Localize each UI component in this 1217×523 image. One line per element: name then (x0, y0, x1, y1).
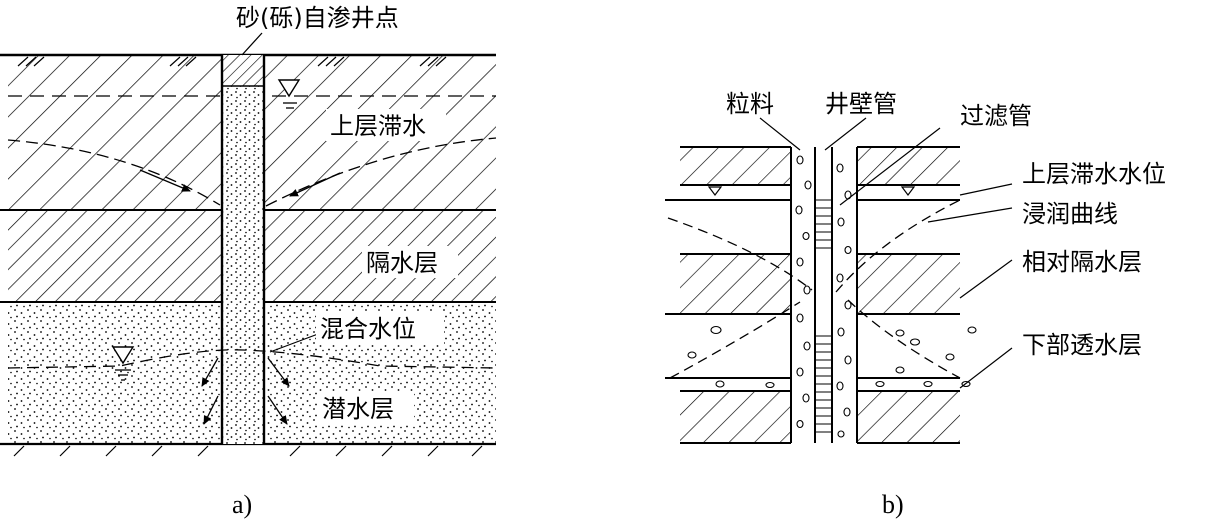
label-well-casing: 井壁管 (825, 90, 897, 118)
outflow-arrows (201, 357, 290, 425)
label-mixed-level: 混合水位 (320, 315, 416, 343)
water-level-symbol-right (900, 186, 916, 196)
flow-arrow-left (139, 169, 191, 192)
base-marks (13, 445, 483, 457)
label-filter-pipe: 过滤管 (960, 102, 1032, 130)
label-granular-fill: 粒料 (726, 90, 774, 118)
label-title: 砂(砾)自渗井点 (236, 4, 399, 32)
caption-b: b) (882, 490, 904, 519)
label-aquitard: 隔水层 (366, 249, 438, 277)
panel-a: 砂(砾)自渗井点 上层滞水 隔水层 混合水位 潜水层 a) (0, 4, 497, 519)
caption-a: a) (232, 490, 252, 519)
label-relative-aquitard: 相对隔水层 (1022, 248, 1142, 276)
flow-arrow-right (289, 172, 341, 197)
label-phreatic-layer: 潜水层 (322, 395, 394, 423)
pebbles-lower-layer (687, 325, 977, 389)
well-sand-column (222, 86, 264, 444)
water-level-symbol-left (707, 186, 723, 196)
well-cap (222, 55, 264, 86)
seepage-curve-upper-left (667, 217, 813, 291)
filter-pipe-slots (815, 199, 832, 433)
water-level-symbol-top (277, 79, 301, 109)
seepage-curve-lower-right (847, 299, 961, 379)
seepage-curve-upper-right (835, 199, 961, 293)
mixed-level-leader (269, 333, 319, 353)
panel-b: 粒料 井壁管 过滤管 上层滞水水位 浸润曲线 相对隔水层 下部透水层 b) (665, 90, 1166, 519)
water-level-symbol-bottom (111, 346, 135, 381)
seepage-curve-lower-left (669, 301, 801, 379)
panel-b-well-walls (790, 147, 858, 443)
label-seepage-curve: 浸润曲线 (1022, 200, 1118, 228)
seepage-curve-left (7, 139, 221, 206)
title-leader (241, 32, 263, 56)
label-perched-water: 上层滞水 (330, 112, 426, 140)
label-perched-water-level: 上层滞水水位 (1022, 160, 1166, 188)
mixed-water-level-curve (7, 349, 497, 369)
granular-fill-pebbles (795, 155, 852, 438)
ground-surface-marks (17, 56, 447, 67)
panel-b-leaders (759, 117, 1013, 389)
label-lower-permeable-layer: 下部透水层 (1022, 331, 1142, 359)
